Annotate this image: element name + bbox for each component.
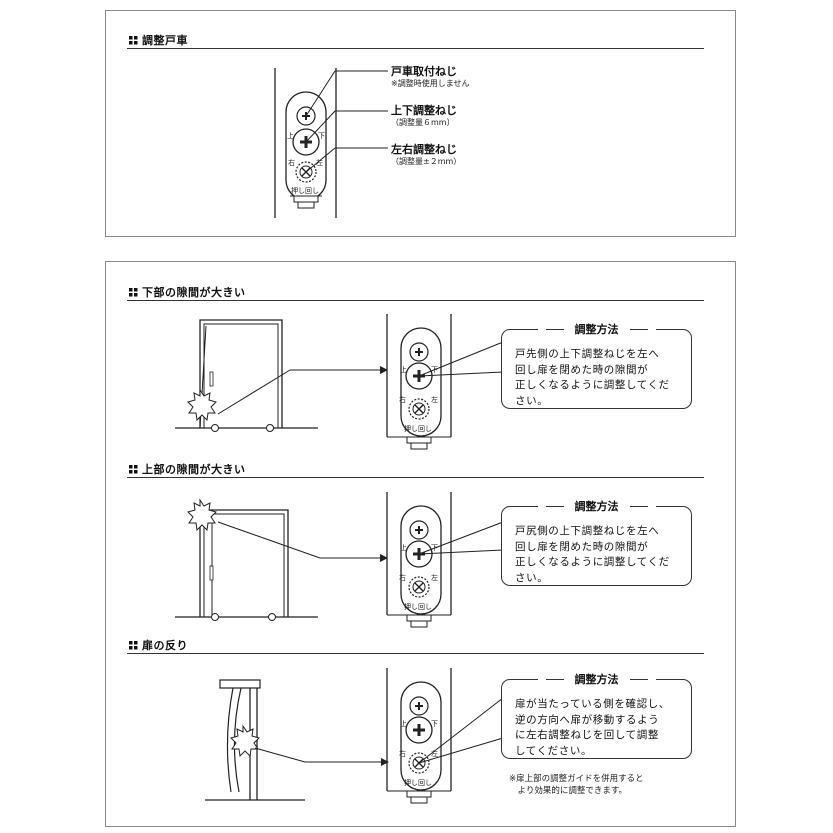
door-diagram-bottom-gap	[175, 319, 388, 432]
svg-text:上: 上	[400, 365, 407, 374]
callout-instructions: 戸尻側の上下調整ねじを左へ 回し扉を閉めた時の隙間が 正しくなるように調整してく…	[515, 525, 670, 584]
svg-text:右: 右	[288, 158, 295, 167]
impact-starburst-icon	[187, 388, 217, 422]
adjustment-callout-bottom-gap: 調整方法 戸先側の上下調整ねじを左へ 回し扉を閉めた時の隙間が 正しくなるように…	[501, 323, 692, 409]
heading-bullet-icon	[129, 35, 138, 48]
heading-bullet-icon	[129, 464, 138, 477]
section-heading-bottom-gap: 下部の隙間が大きい	[129, 284, 246, 300]
label-roller-mount-screw: 戸車取付ねじ	[391, 65, 457, 78]
svg-text:右: 右	[399, 395, 406, 404]
callout-title: 調整方法	[574, 323, 619, 336]
heading-bullet-icon	[129, 640, 138, 653]
svg-text:左: 左	[316, 158, 323, 167]
section-heading-text: 扉の反り	[142, 639, 188, 652]
section-rule	[127, 477, 704, 478]
callout-instructions: 扉が当たっている側を確認し、 逆の方向へ扉が移動するよう に左右調整ねじを回して…	[515, 698, 670, 757]
svg-text:押し回し: 押し回し	[404, 424, 432, 433]
impact-starburst-icon	[187, 498, 217, 532]
svg-text:上: 上	[400, 543, 407, 552]
section-heading-adjustable-roller: 調整戸車	[129, 32, 188, 48]
svg-text:右: 右	[399, 749, 406, 758]
callout-title: 調整方法	[574, 500, 619, 513]
section-heading-top-gap: 上部の隙間が大きい	[129, 461, 246, 477]
callout-instructions: 戸先側の上下調整ねじを左へ 回し扉を閉めた時の隙間が 正しくなるように調整してく…	[515, 348, 670, 407]
roller-diagram-case1: 上 下 右 左 押し回し	[386, 314, 504, 450]
label-horizontal-adjust-amount: （調整量±２mm）	[391, 157, 462, 166]
impact-starburst-icon	[230, 724, 260, 758]
label-vertical-adjust-screw: 上下調整ねじ	[391, 104, 457, 117]
door-diagram-top-gap	[175, 498, 388, 621]
adjustment-callout-door-warp: 調整方法 扉が当たっている側を確認し、 逆の方向へ扉が移動するよう に左右調整ね…	[501, 673, 692, 759]
svg-text:左: 左	[431, 573, 438, 582]
section-heading-text: 上部の隙間が大きい	[142, 463, 246, 476]
roller-parts-panel	[105, 10, 736, 237]
roller-diagram-case2: 上 下 右 左 押し回し	[386, 492, 504, 628]
label-roller-mount-screw-note: ※調整時使用しません	[391, 79, 470, 88]
svg-text:下: 下	[318, 132, 325, 140]
svg-text:上: 上	[400, 719, 407, 728]
roller-diagram-case3: 上 下 右 左 押し回し	[386, 668, 504, 804]
roller-diagram: 上 下 右 左 押し回し	[274, 68, 388, 218]
svg-text:押し回し: 押し回し	[404, 778, 432, 787]
svg-text:下: 下	[431, 720, 438, 728]
section-rule	[127, 300, 704, 301]
section-rule	[127, 653, 704, 654]
door-diagram-warp	[205, 679, 389, 801]
label-horizontal-adjust-screw: 左右調整ねじ	[391, 143, 457, 156]
svg-text:左: 左	[431, 749, 438, 758]
svg-text:押し回し: 押し回し	[291, 186, 319, 195]
svg-text:上: 上	[287, 131, 294, 140]
adjustment-callout-top-gap: 調整方法 戸尻側の上下調整ねじを左へ 回し扉を閉めた時の隙間が 正しくなるように…	[501, 500, 692, 586]
svg-text:左: 左	[431, 395, 438, 404]
section-heading-text: 下部の隙間が大きい	[142, 286, 246, 299]
section-heading-door-warp: 扉の反り	[129, 637, 188, 653]
svg-text:押し回し: 押し回し	[404, 602, 432, 611]
svg-text:右: 右	[399, 573, 406, 582]
callout-title: 調整方法	[574, 673, 619, 686]
section-rule	[127, 48, 704, 49]
adjustment-guide-note: ※扉上部の調整ガイドを併用すると より効果的に調整できます。	[509, 774, 644, 796]
heading-bullet-icon	[129, 287, 138, 300]
section-heading-text: 調整戸車	[142, 34, 188, 47]
label-vertical-adjust-amount: （調整量６mm）	[391, 118, 455, 127]
